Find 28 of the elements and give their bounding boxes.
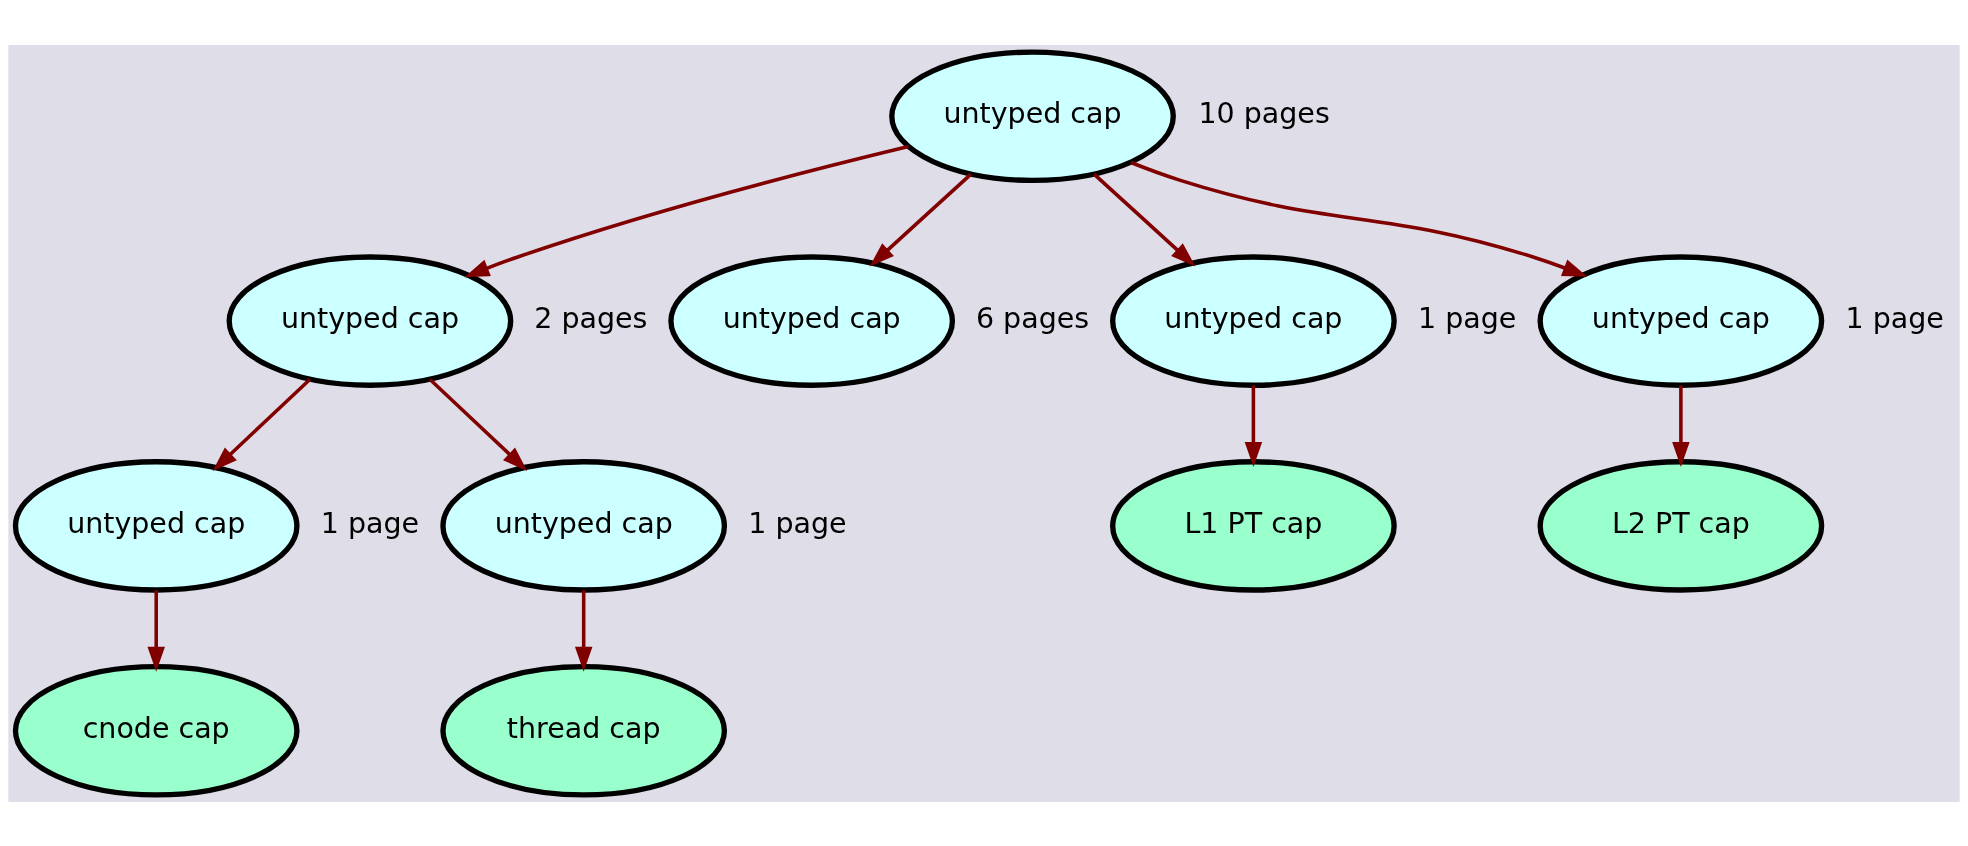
node-ellipse: untyped cap — [889, 48, 1176, 183]
node-ellipse: untyped cap — [440, 458, 728, 593]
arrow — [1092, 172, 1196, 266]
node-label: 1 page — [1417, 301, 1517, 335]
arrow — [1130, 160, 1588, 277]
node-ellipse: untyped cap — [12, 458, 300, 593]
node-label: 1 page — [320, 506, 420, 540]
node-label: 10 pages — [1198, 96, 1330, 130]
arrow — [1244, 384, 1263, 467]
node-ellipse: untyped cap — [1537, 253, 1825, 388]
arrow — [212, 377, 312, 471]
arrow — [428, 377, 528, 471]
node-ellipse: cnode cap — [12, 663, 300, 798]
node-label: 1 page — [1845, 301, 1944, 335]
node-ellipse: L2 PT cap — [1537, 458, 1825, 593]
arrow — [147, 589, 165, 672]
node-label: 2 pages — [534, 301, 648, 335]
node-ellipse: untyped cap — [226, 253, 514, 388]
arrow — [574, 589, 593, 672]
node-ellipse: untyped cap — [1110, 253, 1397, 388]
node-ellipse: untyped cap — [668, 253, 956, 388]
node-ellipse: thread cap — [440, 663, 728, 798]
node-label: 6 pages — [975, 301, 1090, 335]
arrow — [1672, 384, 1690, 467]
node-label: 1 page — [748, 506, 847, 540]
arrow — [869, 172, 973, 266]
arrow — [464, 144, 909, 277]
node-ellipse: L1 PT cap — [1110, 458, 1397, 593]
